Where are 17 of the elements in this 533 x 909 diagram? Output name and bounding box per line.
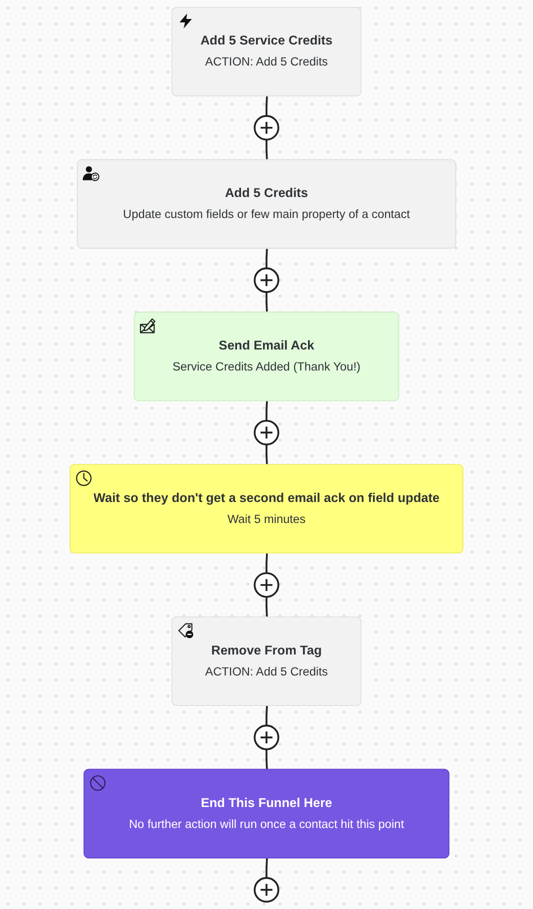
node-circle — [254, 572, 280, 598]
node-circle — [254, 724, 280, 750]
connector — [266, 401, 268, 421]
connector — [266, 706, 268, 726]
connector — [266, 248, 268, 268]
node-circle — [254, 115, 280, 141]
node-circle — [254, 877, 280, 903]
connector — [266, 140, 268, 160]
connector — [266, 553, 268, 574]
connector — [266, 292, 268, 313]
connector — [266, 858, 268, 878]
connector — [266, 749, 268, 770]
connector — [266, 96, 268, 116]
node-circle — [254, 420, 280, 446]
connector — [266, 444, 268, 466]
connector — [266, 596, 268, 618]
node-circle — [254, 267, 280, 293]
